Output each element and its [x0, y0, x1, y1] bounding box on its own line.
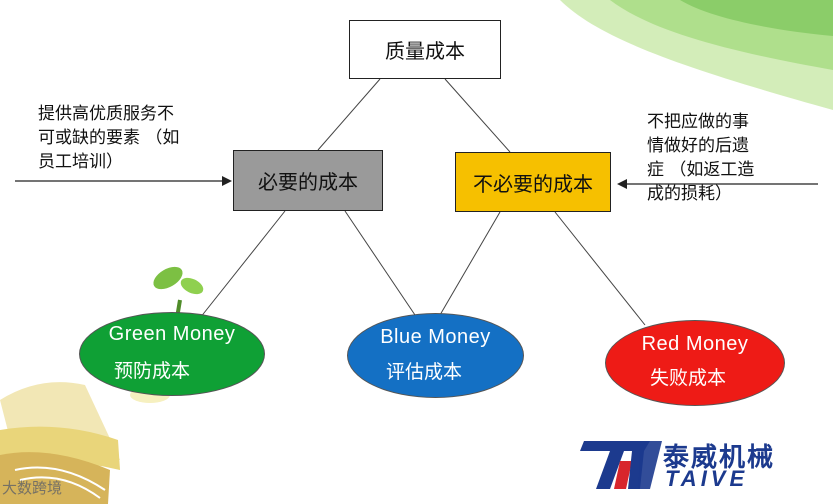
green-money-ellipse: Green Money 预防成本 — [79, 312, 265, 396]
red-money-label: Red Money — [641, 333, 749, 355]
prevention-cost-label: 预防成本 — [114, 360, 191, 382]
necessary-cost-box: 必要的成本 — [233, 150, 383, 211]
note-line: 提供高优质服务不 — [38, 104, 174, 124]
necessary-cost-note: 提供高优质服务不 可或缺的要素 （如 员工培训） — [38, 102, 228, 174]
logo-english-text: TAIVE — [665, 466, 749, 491]
failure-cost-label: 失败成本 — [650, 367, 727, 389]
note-line: 成的损耗） — [647, 184, 732, 204]
note-line: 不把应做的事 — [647, 112, 749, 132]
arrow-left-to-box — [15, 176, 232, 186]
red-money-ellipse: Red Money 失败成本 — [605, 320, 785, 406]
unnecessary-cost-note: 不把应做的事 情做好的后遗 症 （如返工造 成的损耗） — [647, 110, 797, 206]
quality-cost-box: 质量成本 — [349, 20, 501, 79]
logo-chinese-text: 泰威机械 — [663, 443, 776, 473]
note-line: 员工培训） — [38, 152, 123, 172]
taive-logo-mark — [580, 441, 662, 489]
connector-lines — [199, 78, 646, 326]
blue-money-label: Blue Money — [380, 326, 491, 348]
green-money-label: Green Money — [108, 323, 236, 345]
note-line: 情做好的后遗 — [647, 136, 749, 156]
watermark: 大数跨境 — [2, 479, 63, 497]
appraisal-cost-label: 评估成本 — [386, 361, 463, 383]
note-line: 症 （如返工造 — [647, 160, 755, 180]
note-line: 可或缺的要素 （如 — [38, 128, 180, 148]
arrow-right-to-box — [617, 179, 818, 189]
unnecessary-cost-box: 不必要的成本 — [455, 152, 611, 212]
blue-money-ellipse: Blue Money 评估成本 — [347, 313, 524, 398]
